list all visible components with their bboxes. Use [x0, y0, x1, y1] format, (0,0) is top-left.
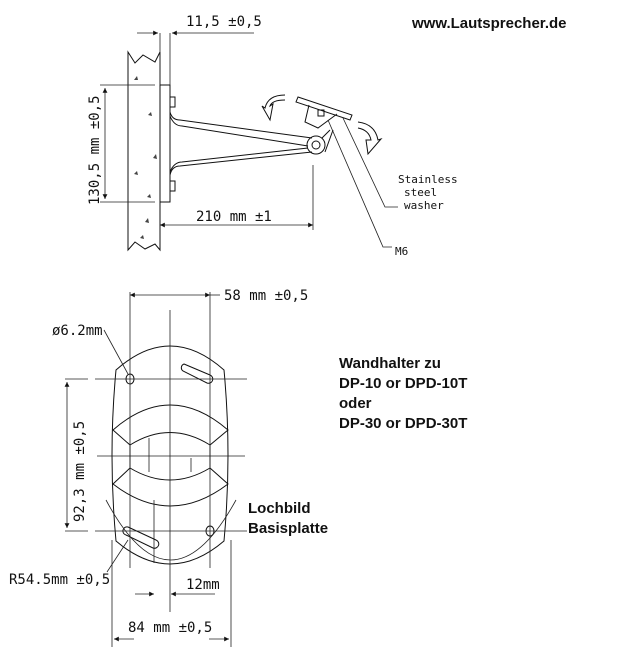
base-plate-view: 58 mm ±0,5 ø6.2mm 92,3 mm ±0,5 R54.5mm ±… [9, 288, 328, 647]
washer-label-2: steel [404, 186, 437, 199]
dim-thickness: 11,5 ±0,5 [186, 14, 262, 30]
dim-height: 130,5 mm ±0,5 [87, 95, 103, 205]
plate-title-2: Basisplatte [248, 520, 328, 537]
washer-label-3: washer [404, 199, 444, 212]
wall [127, 50, 161, 252]
rotate-arrow-right [357, 121, 383, 156]
description-line-4: DP-30 or DPD-30T [339, 415, 467, 432]
plate-title-1: Lochbild [248, 500, 311, 517]
pivot [306, 135, 326, 155]
slot [122, 526, 160, 549]
bracket-arm-lower [169, 151, 313, 176]
bolt-label: M6 [395, 245, 408, 258]
description-line-2: DP-10 or DPD-10T [339, 375, 467, 392]
plate-outline [111, 345, 229, 565]
bracket-arm-upper [169, 111, 313, 139]
wall-hatch [134, 76, 157, 239]
washer-label-1: Stainless [398, 173, 458, 186]
dim-hole-width: 58 mm ±0,5 [224, 288, 308, 304]
dim-length: 210 mm ±1 [196, 209, 272, 225]
website-label: www.Lautsprecher.de [411, 15, 567, 32]
wall-plate [159, 84, 171, 203]
description-line-1: Wandhalter zu [339, 355, 441, 372]
slot [180, 363, 214, 384]
dim-hole-height: 92,3 mm ±0,5 [72, 421, 88, 522]
product-description: Wandhalter zu DP-10 or DPD-10T oder DP-3… [339, 355, 467, 432]
radius-label: R54.5mm ±0,5 [9, 572, 110, 588]
rotate-arrow-left [261, 94, 286, 122]
dim-offset: 12mm [186, 577, 220, 593]
side-view: 11,5 ±0,5 130,5 mm ±0,5 210 mm ±1 Stainl… [87, 14, 458, 258]
hole-diameter-label: ø6.2mm [52, 323, 103, 339]
mount-plate [295, 96, 353, 121]
description-line-3: oder [339, 395, 372, 412]
dim-plate-width: 84 mm ±0,5 [128, 620, 212, 636]
